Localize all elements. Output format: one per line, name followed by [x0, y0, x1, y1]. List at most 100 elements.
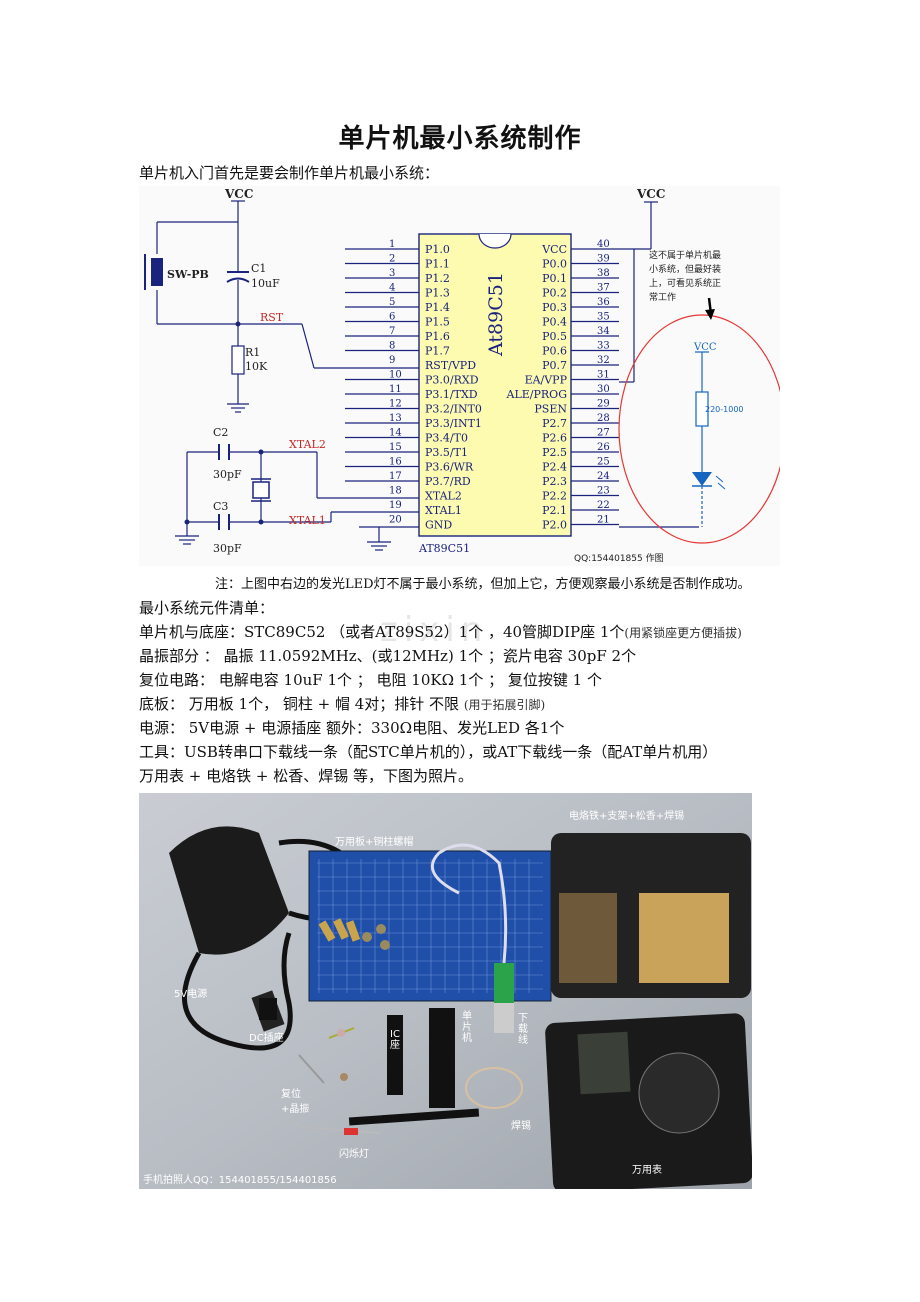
list-item: 工具：USB转串口下载线一条（配STC单片机的），或AT下载线一条（配AT单片机… — [139, 743, 718, 761]
rst-label: RST — [260, 311, 284, 324]
schematic-credit: QQ:154401855 作图 — [574, 552, 664, 564]
intro-text: 单片机入门首先是要会制作单片机最小系统： — [139, 164, 440, 182]
pin-label-right: PSEN — [534, 403, 567, 416]
xtal1-net: XTAL1 — [289, 514, 326, 527]
led-note-2: 小系统，但最好装 — [649, 263, 721, 275]
pin-number-left: 20 — [389, 515, 402, 526]
pin-label-left: P1.2 — [425, 272, 450, 285]
vcc-label-left: VCC — [224, 187, 253, 201]
pin-label-right: P0.4 — [542, 316, 567, 329]
c1-value: 10uF — [251, 277, 280, 290]
page-title: 单片机最小系统制作 — [338, 124, 582, 154]
list-item: 晶振部分 ： 晶振 11.0592MHz、(或12MHz) 1个 ；瓷片电容 3… — [139, 647, 637, 665]
pin-number-left: 8 — [389, 341, 395, 352]
pin-label-right: P2.1 — [542, 504, 567, 517]
list-item: 电源： 5V电源 + 电源插座 额外：330Ω电阻、发光LED 各1个 — [139, 719, 565, 737]
pin-label-left: XTAL2 — [425, 490, 462, 503]
photo-label-mcu: 单片机 — [462, 1011, 472, 1044]
pin-number-left: 10 — [389, 370, 402, 381]
pin-label-left: P3.7/RD — [425, 475, 471, 488]
pin-number-right: 33 — [597, 341, 610, 352]
pin-number-right: 26 — [597, 442, 610, 453]
chip-caption: AT89C51 — [418, 542, 470, 555]
photo-label-led: 闪烁灯 — [339, 1149, 369, 1160]
photo-label-solder: 焊锡 — [511, 1121, 531, 1132]
c3-label: C3 — [213, 500, 228, 513]
pin-label-right: EA/VPP — [525, 374, 568, 387]
pin-number-left: 12 — [389, 399, 402, 410]
pin-number-right: 23 — [597, 486, 610, 497]
pin-label-left: P3.4/T0 — [425, 432, 468, 445]
vcc-label-led: VCC — [693, 342, 717, 353]
pin-number-right: 39 — [597, 254, 610, 265]
pin-label-right: P0.5 — [542, 330, 567, 343]
pin-number-right: 37 — [597, 283, 610, 294]
pin-number-right: 35 — [597, 312, 610, 323]
led-note-3: 上，可看见系统正 — [649, 277, 721, 289]
pin-number-left: 15 — [389, 442, 402, 453]
pin-number-left: 13 — [389, 413, 402, 424]
photo-credit: 手机拍照人QQ：154401855/154401856 — [143, 1175, 337, 1186]
pin-number-right: 28 — [597, 413, 610, 424]
pin-number-right: 38 — [597, 268, 610, 279]
pin-number-left: 1 — [389, 239, 395, 250]
c1-label: C1 — [251, 262, 266, 275]
photo-label-cable: 下载线 — [518, 1013, 528, 1046]
pin-label-right: P0.7 — [542, 359, 567, 372]
c2-value: 30pF — [213, 468, 242, 481]
pin-label-left: P1.6 — [425, 330, 450, 343]
pin-label-left: P1.3 — [425, 287, 450, 300]
pin-number-left: 18 — [389, 486, 402, 497]
pin-label-left: XTAL1 — [425, 504, 462, 517]
photo-label-meter: 万用表 — [632, 1165, 662, 1176]
pin-label-right: P2.3 — [542, 475, 567, 488]
pin-number-left: 9 — [389, 355, 395, 366]
pin-number-right: 29 — [597, 399, 610, 410]
pin-label-left: P1.4 — [425, 301, 450, 314]
pin-label-right: P2.6 — [542, 432, 567, 445]
pin-label-right: VCC — [541, 243, 567, 256]
pin-label-left: P3.0/RXD — [425, 374, 479, 387]
pin-number-left: 7 — [389, 326, 395, 337]
photo-label-iron: 电烙铁+支架+松香+焊锡 — [569, 811, 685, 822]
vcc-label-right: VCC — [636, 187, 665, 201]
photo-label-crystal: 复位+晶振 — [281, 1089, 310, 1115]
pin-number-left: 2 — [389, 254, 395, 265]
pin-label-left: P3.2/INT0 — [425, 403, 482, 416]
pin-label-left: P3.5/T1 — [425, 446, 468, 459]
pin-number-right: 24 — [597, 471, 610, 482]
pin-label-right: P2.5 — [542, 446, 567, 459]
pin-number-right: 22 — [597, 500, 610, 511]
pin-label-left: P3.6/WR — [425, 461, 474, 474]
pin-label-right: P2.7 — [542, 417, 567, 430]
pin-label-right: P0.0 — [542, 258, 567, 271]
sw-label: SW-PB — [167, 268, 209, 281]
pin-number-right: 40 — [597, 239, 610, 250]
list-item: 单片机与底座：STC89C52 （或者AT89S52）1个 ，40管脚DIP座 … — [139, 623, 742, 641]
pin-number-left: 5 — [389, 297, 395, 308]
pin-number-right: 25 — [597, 457, 610, 468]
pin-label-right: ALE/PROG — [506, 388, 567, 401]
pin-label-left: P3.1/TXD — [425, 388, 478, 401]
chip-name: At89C51 — [485, 272, 507, 357]
pin-number-right: 36 — [597, 297, 610, 308]
xtal2-net: XTAL2 — [289, 438, 326, 451]
pin-number-right: 27 — [597, 428, 610, 439]
pin-label-right: P2.4 — [542, 461, 567, 474]
c3-value: 30pF — [213, 542, 242, 555]
list-item: 万用表 + 电烙铁 + 松香、焊锡 等，下图为照片。 — [139, 767, 473, 785]
pin-label-right: P2.0 — [542, 519, 567, 532]
photo-label-board: 万用板+铜柱螺帽 — [335, 837, 414, 848]
led-note-1: 这不属于单片机最 — [649, 249, 721, 261]
pin-label-left: P1.0 — [425, 243, 450, 256]
pin-number-left: 19 — [389, 500, 402, 511]
list-item: 底板： 万用板 1个， 铜柱 + 帽 4对；排针 不限 (用于拓展引脚) — [139, 695, 546, 713]
pin-number-left: 16 — [389, 457, 402, 468]
pin-number-right: 32 — [597, 355, 610, 366]
list-title: 最小系统元件清单： — [139, 599, 275, 617]
pin-label-left: P3.3/INT1 — [425, 417, 482, 430]
r1-label: R1 — [245, 346, 260, 359]
pin-number-right: 30 — [597, 384, 610, 395]
pin-label-left: RST/VPD — [425, 359, 476, 372]
watermark: zixin — [380, 610, 489, 650]
